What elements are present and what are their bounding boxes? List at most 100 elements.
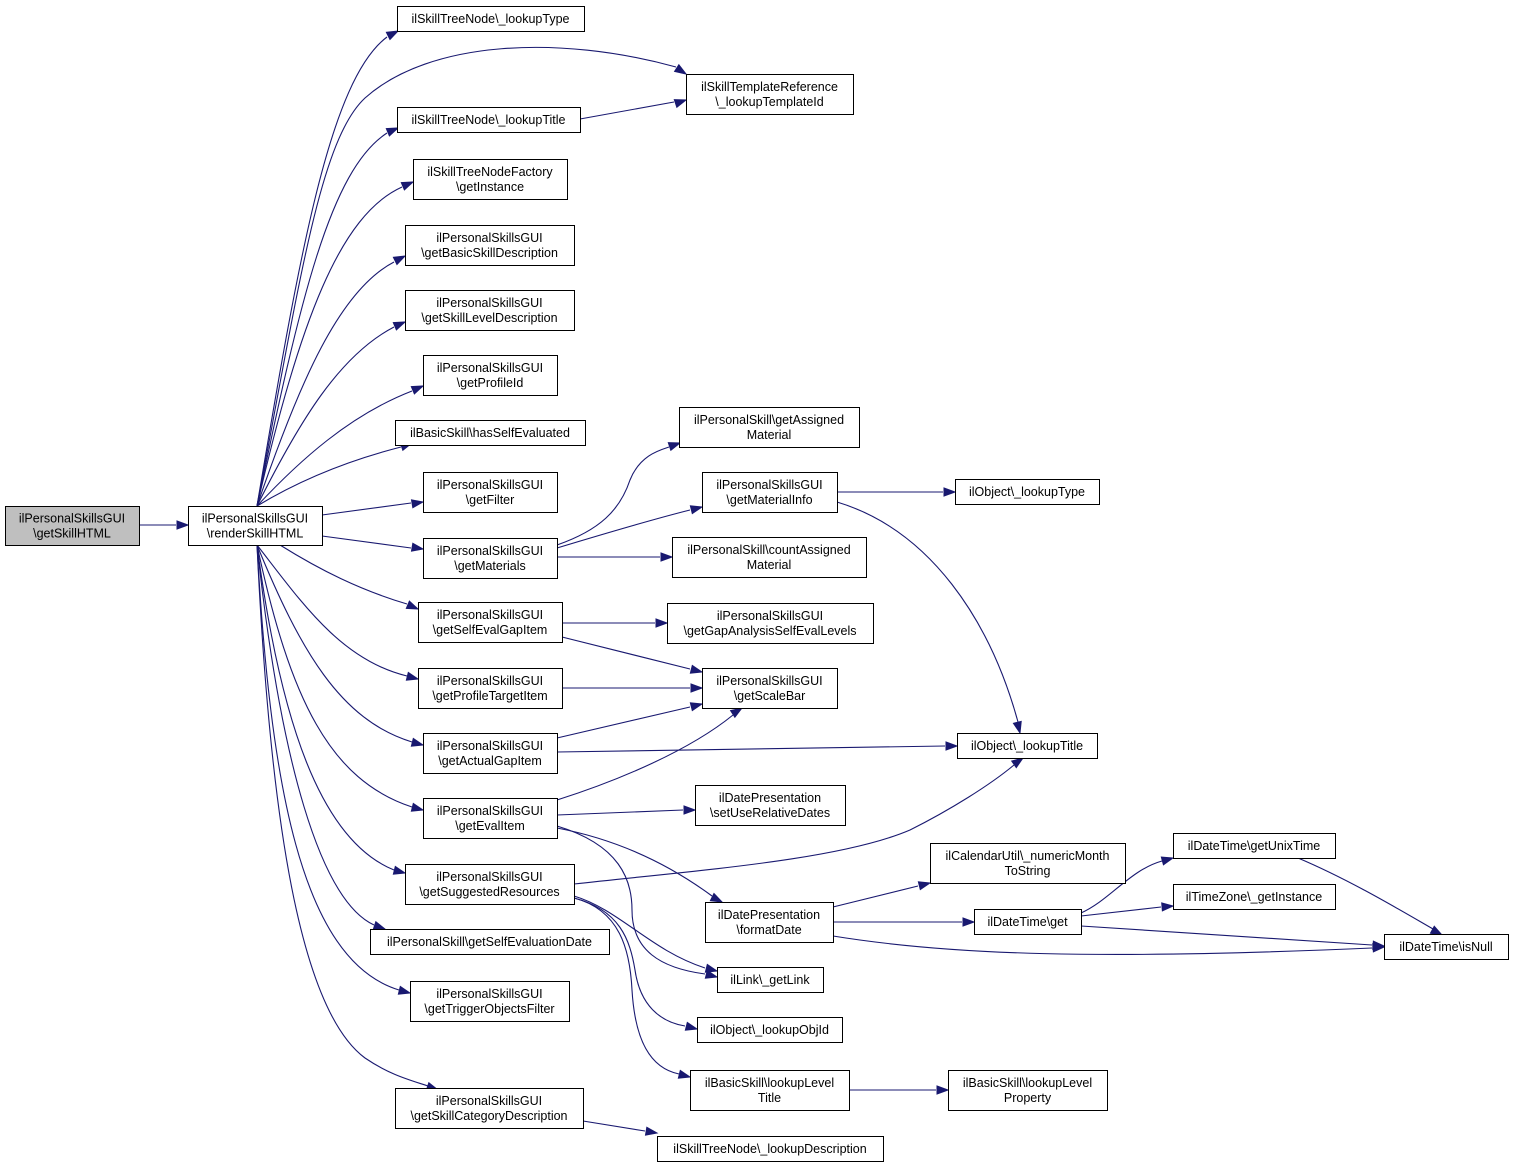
node-get-suggested-resources[interactable]: ilPersonalSkillsGUI\getSuggestedResource…	[405, 864, 575, 905]
edge-line	[573, 764, 1015, 885]
node-get-skill-level-description[interactable]: ilPersonalSkillsGUI\getSkillLevelDescrip…	[405, 290, 575, 331]
node-label-line: ilPersonalSkillsGUI	[437, 608, 543, 622]
node-get-materials[interactable]: ilPersonalSkillsGUI\getMaterials	[423, 538, 558, 579]
node-tz-get-instance[interactable]: ilTimeZone\_getInstance	[1173, 884, 1336, 910]
node-label-line: \getProfileTargetItem	[432, 689, 547, 703]
edge-bs-lookup-level-title-to-bs-lookup-level-property	[849, 1085, 950, 1095]
node-label-line: ilLink\_getLink	[730, 973, 810, 987]
node-box	[423, 798, 558, 839]
node-box	[418, 602, 563, 643]
node-render-skill-html[interactable]: ilPersonalSkillsGUI\renderSkillHTML	[188, 506, 323, 546]
arrowhead	[660, 552, 674, 562]
node-obj-lookup-obj-id[interactable]: ilObject\_lookupObjId	[697, 1017, 843, 1043]
node-box	[686, 74, 854, 115]
edge-render-skill-html-to-get-self-eval-gap-item	[279, 544, 420, 610]
edge-get-materials-to-ps-get-assigned-material	[556, 442, 682, 546]
edge-get-materials-to-ps-count-assigned-material	[557, 552, 674, 562]
node-ps-get-self-evaluation-date[interactable]: ilPersonalSkill\getSelfEvaluationDate	[370, 929, 610, 955]
node-tnf-get-instance[interactable]: ilSkillTreeNodeFactory\getInstance	[413, 159, 568, 200]
node-box	[370, 929, 610, 955]
node-label-line: ilPersonalSkillsGUI	[437, 544, 543, 558]
node-box	[395, 1088, 584, 1129]
arrowhead	[684, 1021, 699, 1031]
edge-render-skill-html-to-get-basic-skill-description	[256, 255, 407, 507]
node-dp-set-use-relative-dates[interactable]: ilDatePresentation\setUseRelativeDates	[695, 785, 846, 826]
node-get-actual-gap-item[interactable]: ilPersonalSkillsGUI\getActualGapItem	[423, 733, 558, 774]
arrowhead	[385, 30, 400, 41]
edge-render-skill-html-to-bs-has-self-evaluated	[256, 442, 414, 507]
node-label-line: ilSkillTreeNodeFactory	[427, 165, 553, 179]
node-obj-lookup-title[interactable]: ilObject\_lookupTitle	[957, 733, 1098, 759]
node-label-line: \getEvalItem	[455, 819, 524, 833]
node-box	[423, 472, 558, 513]
node-label-line: ilCalendarUtil\_numericMonth	[946, 849, 1110, 863]
arrowhead	[1012, 720, 1022, 735]
node-get-trigger-objects-filter[interactable]: ilPersonalSkillsGUI\getTriggerObjectsFil…	[410, 981, 570, 1022]
node-dp-format-date[interactable]: ilDatePresentation\formatDate	[705, 902, 834, 943]
edge-line	[321, 502, 412, 516]
node-label-line: \getTriggerObjectsFilter	[424, 1002, 554, 1016]
node-box	[974, 909, 1082, 935]
node-box	[957, 733, 1098, 759]
edge-line	[1080, 906, 1162, 917]
node-get-profile-id[interactable]: ilPersonalSkillsGUI\getProfileId	[423, 355, 558, 396]
node-get-material-info[interactable]: ilPersonalSkillsGUI\getMaterialInfo	[702, 472, 838, 513]
node-get-eval-item[interactable]: ilPersonalSkillsGUI\getEvalItem	[423, 798, 558, 839]
node-label-line: ilPersonalSkillsGUI	[717, 609, 823, 623]
node-label-line: \getInstance	[456, 180, 524, 194]
node-get-gap-analysis-self-eval-levels[interactable]: ilPersonalSkillsGUI\getGapAnalysisSelfEv…	[667, 603, 874, 644]
node-label-line: \getMaterialInfo	[726, 493, 812, 507]
node-dt-get[interactable]: ilDateTime\get	[974, 909, 1082, 935]
node-dt-is-null[interactable]: ilDateTime\isNull	[1384, 934, 1509, 960]
arrowhead	[689, 664, 704, 674]
node-get-basic-skill-description[interactable]: ilPersonalSkillsGUI\getBasicSkillDescrip…	[405, 225, 575, 266]
edge-render-skill-html-to-get-actual-gap-item	[256, 544, 425, 747]
node-link-get-link[interactable]: ilLink\_getLink	[717, 967, 824, 993]
node-bs-has-self-evaluated[interactable]: ilBasicSkill\hasSelfEvaluated	[395, 420, 586, 446]
node-get-scale-bar[interactable]: ilPersonalSkillsGUI\getScaleBar	[702, 668, 838, 709]
node-label-line: \getSelfEvalGapItem	[433, 623, 548, 637]
node-get-filter[interactable]: ilPersonalSkillsGUI\getFilter	[423, 472, 558, 513]
node-get-profile-target-item[interactable]: ilPersonalSkillsGUI\getProfileTargetItem	[418, 668, 563, 709]
edge-line	[256, 544, 413, 808]
edge-get-eval-item-to-get-scale-bar	[556, 707, 744, 801]
edge-line	[256, 544, 395, 871]
edge-get-actual-gap-item-to-obj-lookup-title	[556, 741, 959, 753]
edge-get-suggested-resources-to-obj-lookup-obj-id	[573, 897, 699, 1031]
arrowhead	[405, 600, 420, 610]
node-dt-get-unix-time[interactable]: ilDateTime\getUnixTime	[1173, 833, 1336, 859]
node-get-skill-category-description[interactable]: ilPersonalSkillsGUI\getSkillCategoryDesc…	[395, 1088, 584, 1129]
node-box	[702, 668, 838, 709]
node-tn-lookup-type[interactable]: ilSkillTreeNode\_lookupType	[397, 6, 585, 32]
edge-line	[573, 897, 680, 1075]
node-get-self-eval-gap-item[interactable]: ilPersonalSkillsGUI\getSelfEvalGapItem	[418, 602, 563, 643]
arrowhead	[410, 737, 425, 747]
edges-layer	[139, 30, 1444, 1136]
node-label-line: \getScaleBar	[734, 689, 806, 703]
node-label-line: \_lookupTemplateId	[715, 95, 823, 109]
node-tn-lookup-title[interactable]: ilSkillTreeNode\_lookupTitle	[397, 107, 581, 133]
arrowhead	[392, 865, 407, 875]
node-tr-lookup-template-id[interactable]: ilSkillTemplateReference\_lookupTemplate…	[686, 74, 854, 115]
node-get-skill-html[interactable]: ilPersonalSkillsGUI\getSkillHTML	[5, 506, 140, 546]
edge-dt-get-to-dt-get-unix-time	[1080, 856, 1175, 914]
arrowhead	[410, 542, 425, 552]
node-label-line: ilDatePresentation	[719, 791, 821, 805]
node-box	[1173, 833, 1336, 859]
node-label-line: ilDateTime\getUnixTime	[1188, 839, 1320, 853]
edge-render-skill-html-to-tn-lookup-title	[256, 127, 400, 507]
arrowhead	[690, 683, 704, 693]
edge-line	[582, 1120, 646, 1132]
edge-line	[556, 446, 670, 546]
edge-line	[556, 827, 713, 897]
arrowhead	[410, 499, 425, 509]
edge-line	[256, 390, 413, 507]
arrowhead	[917, 881, 932, 891]
node-obj-lookup-type[interactable]: ilObject\_lookupType	[955, 479, 1100, 505]
node-tn-lookup-description[interactable]: ilSkillTreeNode\_lookupDescription	[657, 1136, 884, 1162]
